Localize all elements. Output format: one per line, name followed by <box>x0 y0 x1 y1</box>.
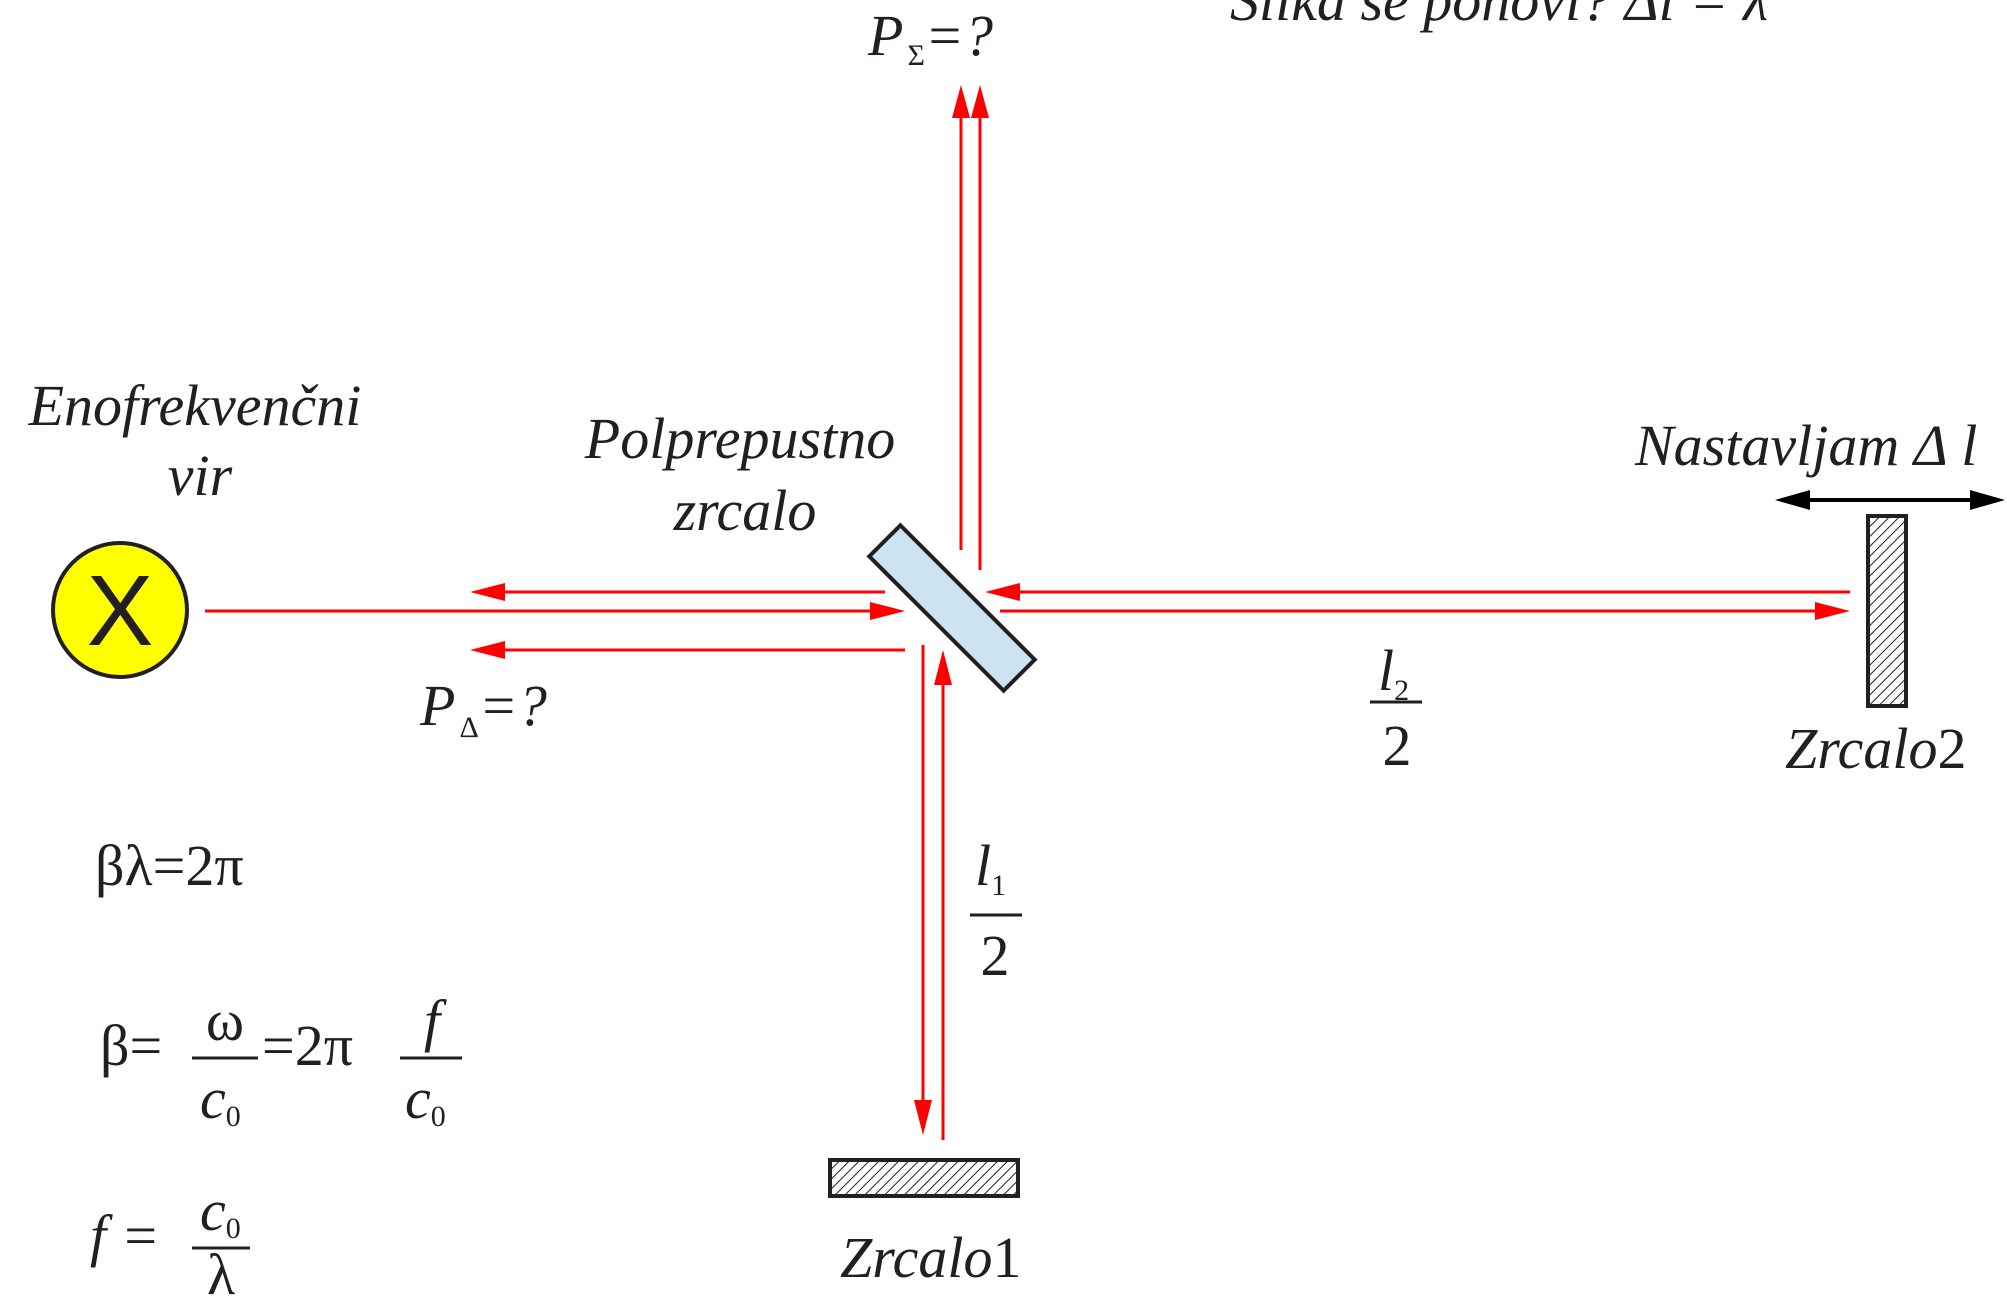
svg-text:l2: l2 <box>1378 638 1409 707</box>
svg-text:f =: f = <box>90 1203 160 1268</box>
beam-arrowhead <box>985 583 1020 601</box>
svg-text:l1: l1 <box>975 833 1006 902</box>
beam-arrowhead <box>470 641 505 659</box>
light-source-circle <box>51 541 189 679</box>
adjust-double-arrow <box>1775 490 2005 510</box>
beamsplitter <box>866 522 1038 694</box>
beam-arrowhead <box>870 602 905 620</box>
equation-frequency: f = c0 λ <box>90 1178 250 1296</box>
beam-arrowhead <box>952 85 970 118</box>
mirror-2 <box>1866 514 1908 708</box>
beamsplitter-label-line2: zrcalo <box>673 478 817 543</box>
beam-arrowhead <box>914 1100 932 1135</box>
svg-text:=2π: =2π <box>262 1013 353 1078</box>
mirror-1 <box>828 1158 1020 1198</box>
beam-arrowhead <box>971 85 989 118</box>
source-label-line1: Enofrekvenčni <box>28 373 362 438</box>
svg-text:β=: β= <box>100 1013 162 1078</box>
top-right-caption: Slika se ponovi? Δl = λ <box>1230 0 1768 33</box>
svg-text:λ: λ <box>207 1242 235 1296</box>
svg-text:ω: ω <box>206 988 244 1053</box>
mirror2-label: Zrcalo2 <box>1785 716 1967 781</box>
svg-text:c0: c0 <box>200 1066 241 1133</box>
svg-text:c0: c0 <box>405 1066 446 1133</box>
arm1-length-fraction: l1 2 <box>970 833 1022 988</box>
arm2-length-fraction: l2 2 <box>1370 638 1422 778</box>
beam-arrowhead <box>1815 602 1850 620</box>
source-label-line2: vir <box>168 443 233 508</box>
svg-text:2: 2 <box>1383 713 1412 778</box>
svg-text:c0: c0 <box>200 1178 241 1245</box>
mirror1-label: Zrcalo1 <box>840 1225 1022 1290</box>
light-beams <box>205 85 1850 1140</box>
equation-beta: β= ω c0 =2π f c0 <box>100 988 462 1133</box>
equation-beta-lambda: βλ=2π <box>95 833 244 898</box>
beam-arrowhead <box>470 583 505 601</box>
svg-text:2: 2 <box>981 923 1010 988</box>
source-x-glyph: X <box>87 555 154 667</box>
svg-text:f: f <box>424 988 447 1053</box>
mirror2-adjust-label: Nastavljam Δ l <box>1634 413 1977 478</box>
beam-arrowhead <box>934 650 952 685</box>
beamsplitter-label-line1: Polprepustno <box>584 406 895 471</box>
